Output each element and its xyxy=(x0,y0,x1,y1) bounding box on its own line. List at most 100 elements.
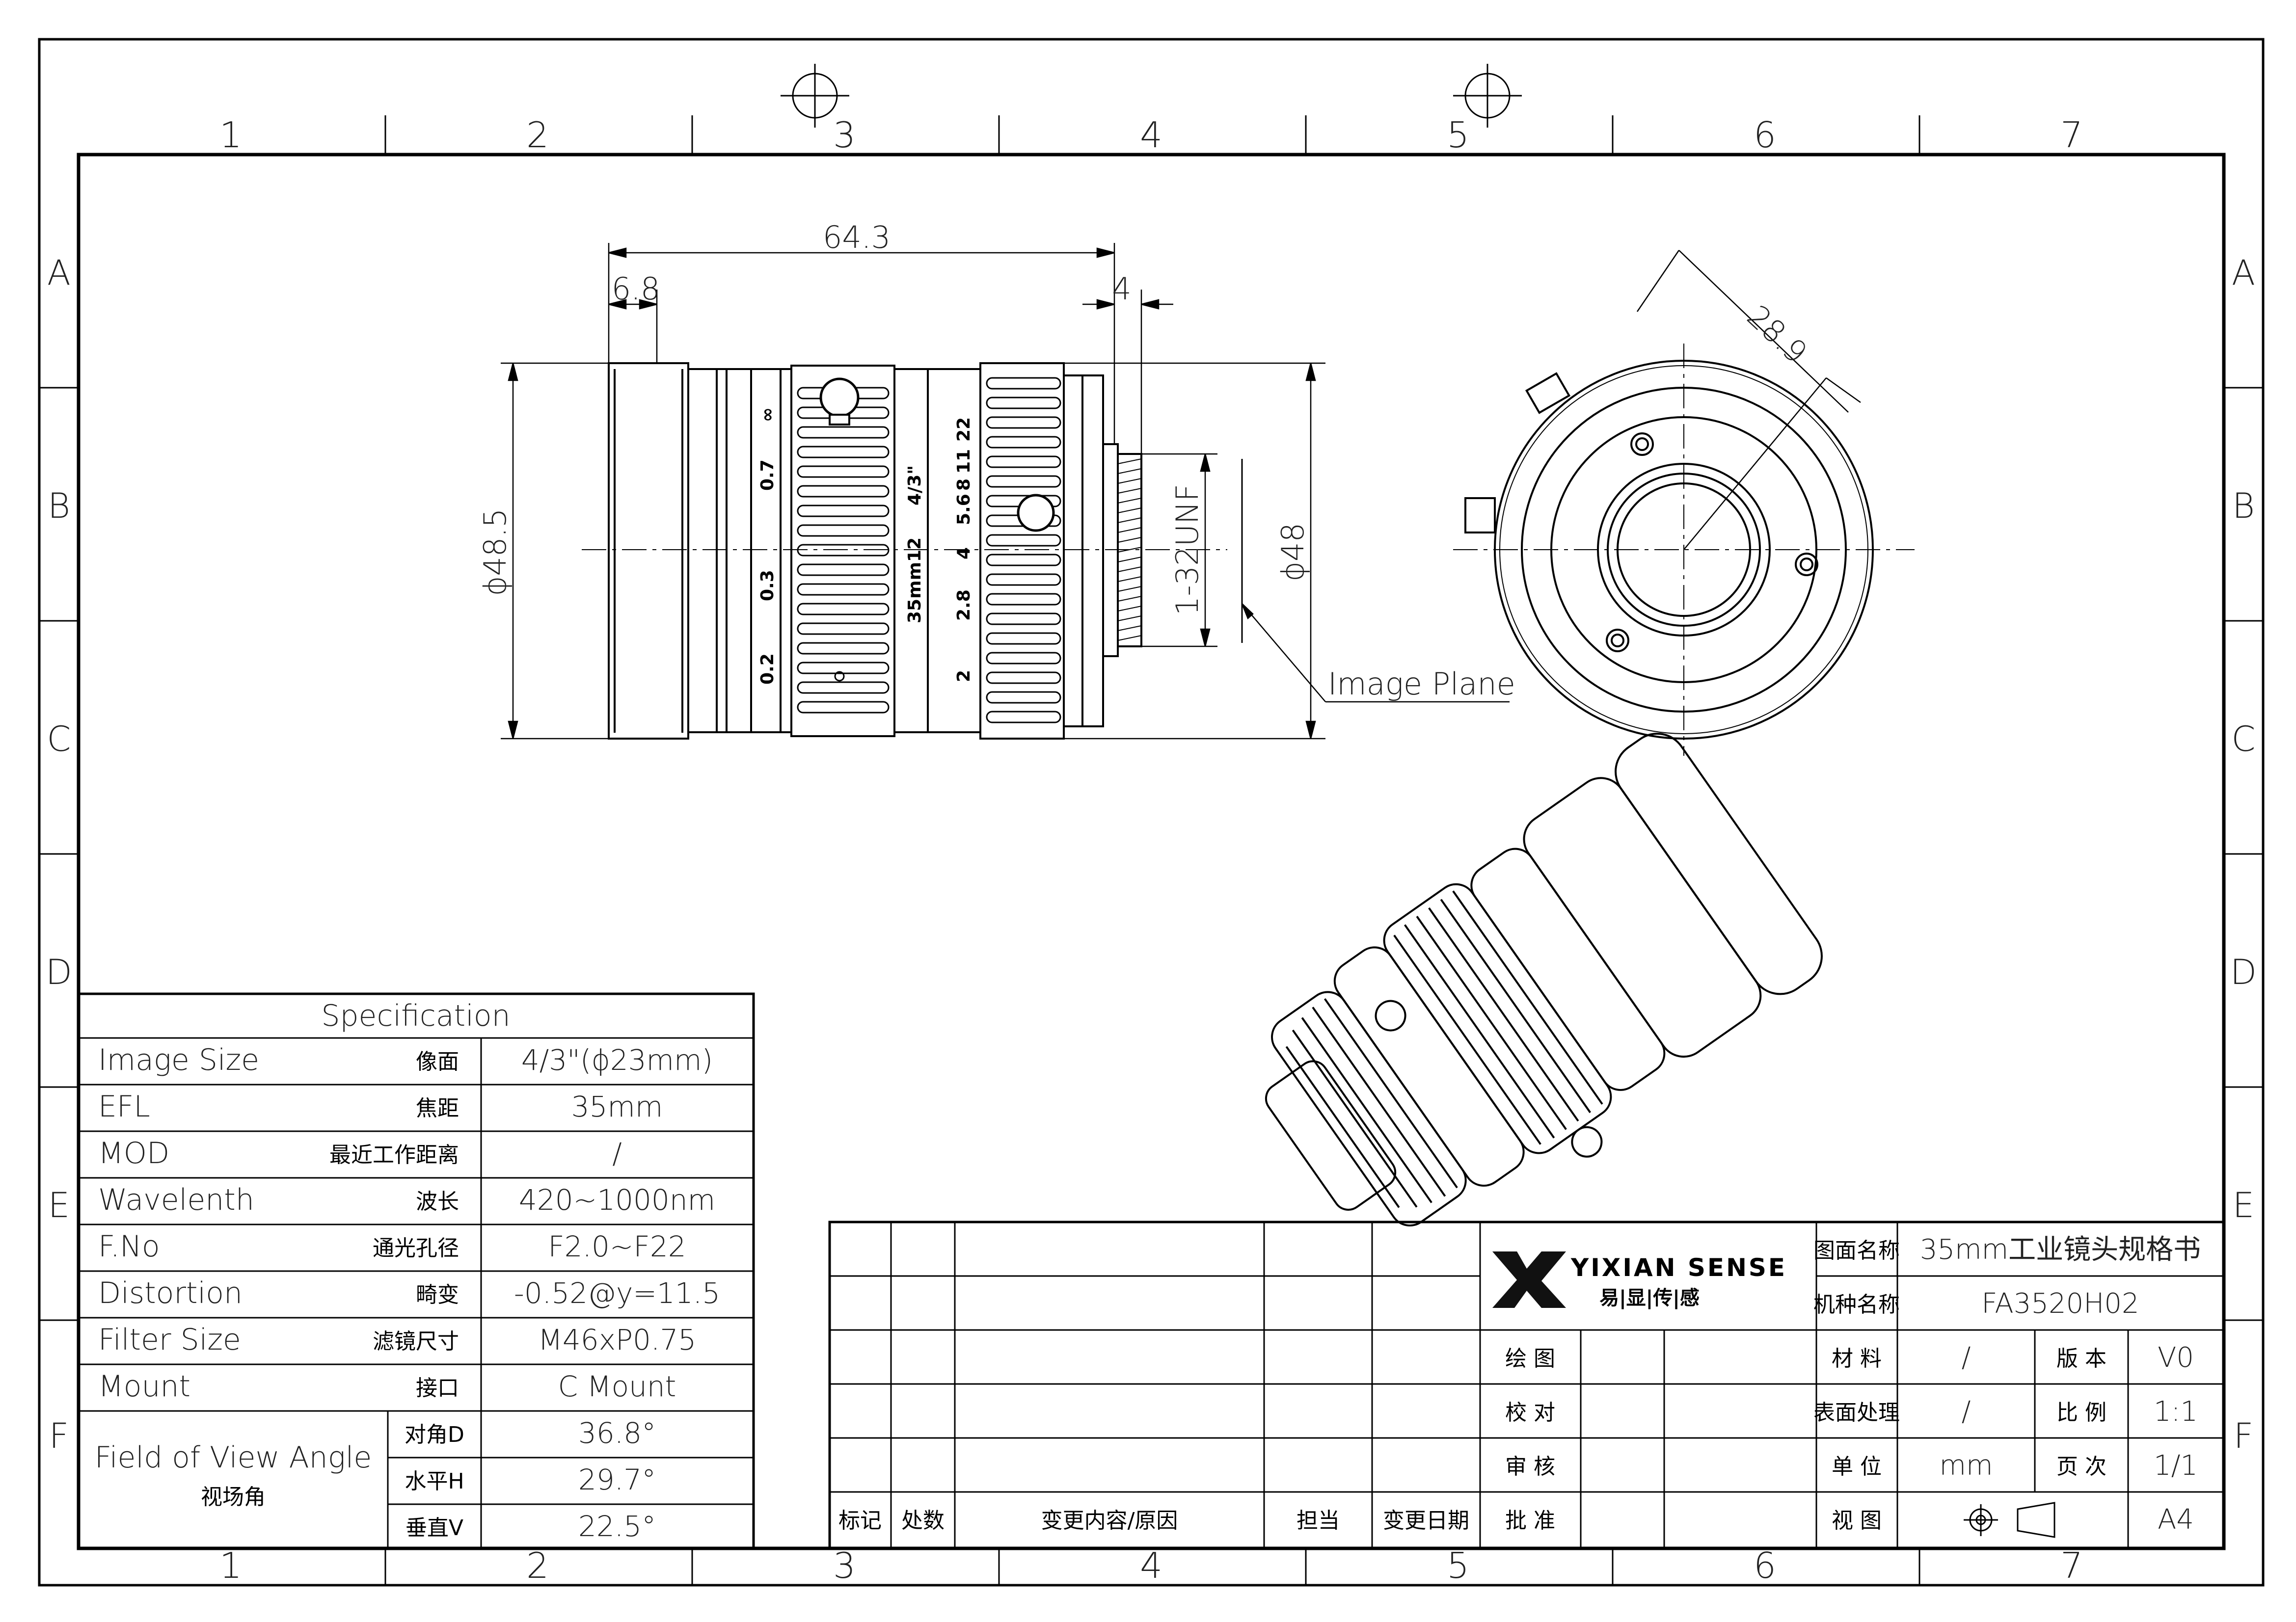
col-label-bottom-4: 4 xyxy=(1140,1545,1162,1586)
unit-label: 单 位 xyxy=(1832,1454,1882,1479)
brand-name-en: YIXIAN SENSE xyxy=(1570,1253,1787,1282)
rev-header-count: 处数 xyxy=(901,1508,945,1533)
aperture-mark-2: 2 xyxy=(954,670,974,682)
spec-efl-label: EFL xyxy=(98,1090,150,1124)
col-label-top-2: 2 xyxy=(526,114,549,156)
spec-fno-value: F2.0~F22 xyxy=(548,1230,686,1263)
aperture-mark-11: 11 xyxy=(954,449,974,474)
dim-body-diameter: ϕ48 xyxy=(1275,523,1311,582)
version-value: V0 xyxy=(2158,1342,2194,1374)
row-label-right-c: C xyxy=(2232,719,2256,759)
row-label-left-f: F xyxy=(49,1416,69,1456)
row-label-left-b: B xyxy=(48,486,70,526)
spec-image-size-cn: 像面 xyxy=(416,1049,459,1074)
dim-overall-length: 64.3 xyxy=(823,219,891,255)
row-label-right-f: F xyxy=(2234,1416,2253,1456)
title-block xyxy=(828,1221,2225,1550)
lens-markings: ∞ 0.7 0.3 0.2 4/3" 12 35mm 22 11 8 5.6 4… xyxy=(757,407,974,685)
spec-filter-size-cn: 滤镜尺寸 xyxy=(373,1329,459,1354)
row-label-left-e: E xyxy=(48,1185,70,1225)
spec-distortion-cn: 畸变 xyxy=(416,1282,459,1307)
spec-fov-cn: 视场角 xyxy=(201,1485,266,1510)
focus-mark-0-7: 0.7 xyxy=(757,459,778,491)
spec-image-size-value: 4/3"(ϕ23mm) xyxy=(521,1043,713,1077)
approval-draw: 绘 图 xyxy=(1505,1346,1555,1371)
spec-fno-label: F.No xyxy=(98,1229,160,1264)
material-value: / xyxy=(1962,1342,1971,1374)
col-label-bottom-2: 2 xyxy=(526,1545,549,1586)
spec-fov-label: Field of View Angle xyxy=(95,1440,372,1475)
rev-header-content: 变更内容/原因 xyxy=(1041,1508,1178,1533)
spec-efl-value: 35mm xyxy=(571,1090,663,1123)
center-mark: 12 xyxy=(905,537,925,562)
dim-radius: 28.9 xyxy=(1740,298,1814,371)
spec-image-size-label: Image Size xyxy=(98,1043,259,1077)
spec-mod-value: / xyxy=(612,1137,622,1170)
approval-check: 校 对 xyxy=(1505,1400,1555,1425)
row-label-right-d: D xyxy=(2230,952,2257,992)
rev-header-date: 变更日期 xyxy=(1383,1508,1469,1533)
model-value: FA3520H02 xyxy=(1981,1288,2139,1320)
image-plane-label: Image Plane xyxy=(1328,666,1515,702)
material-label: 材 料 xyxy=(1832,1346,1882,1371)
col-label-top-1: 1 xyxy=(219,114,242,156)
spec-mod-cn: 最近工作距离 xyxy=(329,1143,459,1168)
col-label-bottom-7: 7 xyxy=(2060,1545,2083,1586)
spec-filter-size-label: Filter Size xyxy=(98,1323,241,1357)
spec-fov-horizontal-value: 29.7° xyxy=(578,1463,656,1496)
brand-name-cn: 易|显|传|感 xyxy=(1599,1287,1700,1310)
spec-efl-cn: 焦距 xyxy=(416,1096,459,1121)
col-label-bottom-6: 6 xyxy=(1754,1545,1776,1586)
spec-distortion-value: -0.52@y=11.5 xyxy=(514,1276,720,1310)
lens-rear-view xyxy=(1453,250,1915,756)
page-label: 页 次 xyxy=(2056,1454,2107,1479)
paper-size-value: A4 xyxy=(2158,1504,2194,1536)
dim-front-diameter: ϕ48.5 xyxy=(477,508,513,596)
finish-label: 表面处理 xyxy=(1813,1400,1900,1425)
spec-mount-cn: 接口 xyxy=(416,1376,459,1401)
projection-symbol-icon xyxy=(1964,1502,2055,1538)
approval-review: 审 核 xyxy=(1505,1454,1555,1479)
drawing-name-value: 35mm工业镜头规格书 xyxy=(1920,1234,2201,1266)
spec-wavelength-value: 420~1000nm xyxy=(519,1183,715,1217)
spec-mount-label: Mount xyxy=(98,1369,190,1404)
page-value: 1/1 xyxy=(2154,1450,2198,1482)
spec-title: Specification xyxy=(321,999,510,1033)
focus-mark-infinity: ∞ xyxy=(757,407,778,422)
spec-fov-diagonal-label: 对角D xyxy=(405,1422,464,1447)
dim-back-focus: 4 xyxy=(1112,271,1131,307)
view-label: 视 图 xyxy=(1832,1508,1882,1533)
unit-value: mm xyxy=(1939,1450,1993,1482)
aperture-mark-2-8: 2.8 xyxy=(954,589,974,621)
spec-fov-horizontal-label: 水平H xyxy=(405,1469,464,1494)
spec-mount-value: C Mount xyxy=(558,1370,676,1403)
model-label: 机种名称 xyxy=(1813,1292,1900,1317)
row-label-left-d: D xyxy=(46,952,72,992)
format-marking: 4/3" xyxy=(905,465,925,505)
aperture-mark-22: 22 xyxy=(954,417,974,442)
col-label-bottom-1: 1 xyxy=(219,1545,242,1586)
spec-wavelength-cn: 波长 xyxy=(416,1189,459,1214)
lens-side-view xyxy=(582,362,1243,740)
row-label-right-b: B xyxy=(2232,486,2255,526)
focal-length-marking: 35mm xyxy=(905,562,925,623)
col-label-bottom-5: 5 xyxy=(1447,1545,1469,1586)
centering-mark-icon xyxy=(781,64,1522,128)
aperture-mark-8: 8 xyxy=(954,479,974,491)
scale-value: 1:1 xyxy=(2154,1396,2198,1428)
col-label-top-6: 6 xyxy=(1754,114,1776,156)
focus-mark-0-3: 0.3 xyxy=(757,570,778,601)
row-label-left-a: A xyxy=(47,253,71,293)
aperture-mark-5-6: 5.6 xyxy=(954,494,974,525)
spec-fov-diagonal-value: 36.8° xyxy=(578,1416,656,1450)
col-label-top-3: 3 xyxy=(833,114,856,156)
approval-approve: 批 准 xyxy=(1505,1508,1555,1533)
spec-fov-vertical-value: 22.5° xyxy=(578,1510,656,1543)
col-label-bottom-3: 3 xyxy=(833,1545,856,1586)
row-label-right-a: A xyxy=(2232,253,2255,293)
col-label-top-7: 7 xyxy=(2060,114,2083,156)
spec-distortion-label: Distortion xyxy=(98,1276,243,1310)
drawing-name-label: 图面名称 xyxy=(1813,1238,1900,1263)
version-label: 版 本 xyxy=(2056,1346,2107,1371)
